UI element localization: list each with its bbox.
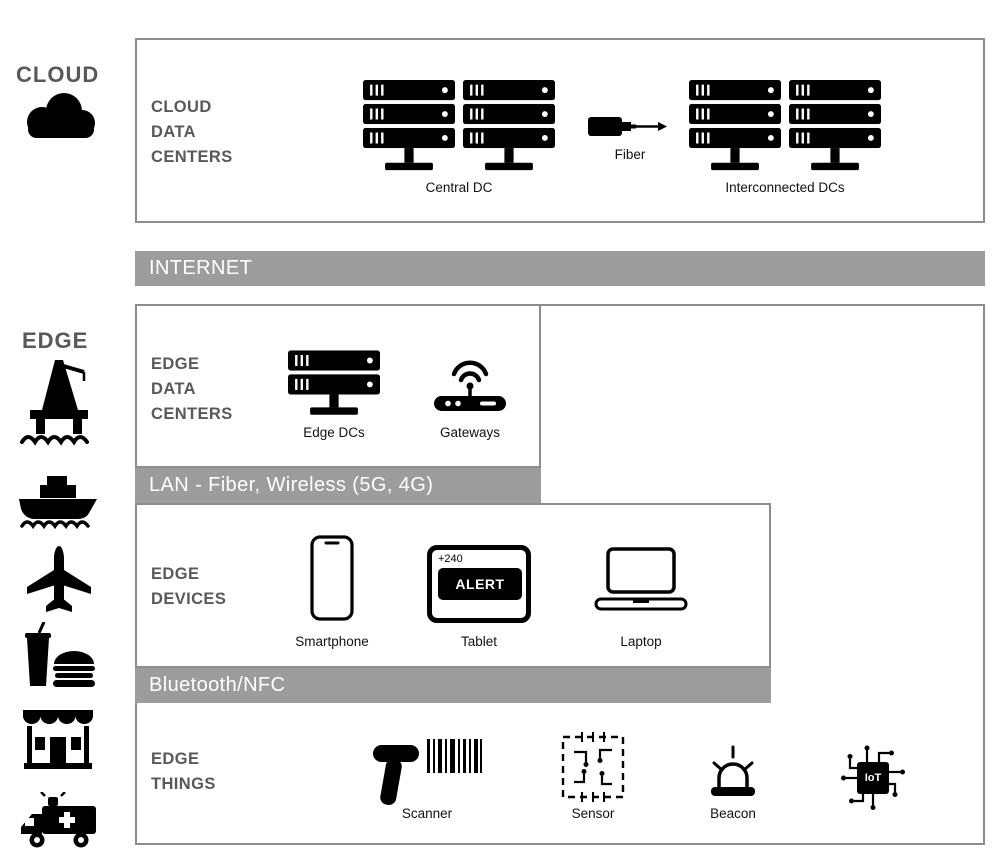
bluetooth-label: Bluetooth/NFC <box>149 674 286 696</box>
scanner-caption: Scanner <box>401 806 453 821</box>
fiber-icon <box>588 117 667 136</box>
fast-food-icon <box>25 622 95 687</box>
iot-chip-traces <box>841 745 905 810</box>
internet-bar: INTERNET <box>135 251 985 286</box>
edge-things-title: EDGE THINGS <box>151 750 216 793</box>
cloud-dc-box <box>135 38 985 223</box>
server-rack-icon <box>463 80 555 172</box>
ship-icon <box>19 476 97 530</box>
edge-zone-label: EDGE <box>22 328 89 353</box>
lan-bar: LAN - Fiber, Wireless (5G, 4G) <box>135 468 541 503</box>
laptop-caption: Laptop <box>620 634 662 649</box>
ambulance-icon <box>21 792 96 848</box>
store-icon <box>23 710 93 769</box>
gateways-caption: Gateways <box>439 425 501 440</box>
internet-label: INTERNET <box>149 257 253 279</box>
tablet-alert: ALERT <box>438 568 522 600</box>
edge-devices-title: EDGE DEVICES <box>151 565 227 608</box>
interconnected-dc-caption: Interconnected DCs <box>725 180 845 195</box>
server-rack-icon <box>689 80 781 172</box>
beacon-icon <box>711 745 755 796</box>
smartphone-caption: Smartphone <box>295 634 369 649</box>
laptop-icon <box>594 547 688 611</box>
scanner-icon <box>373 739 482 805</box>
edge-dc-box <box>135 304 541 468</box>
tablet-caption: Tablet <box>460 634 498 649</box>
lan-label: LAN - Fiber, Wireless (5G, 4G) <box>149 474 434 496</box>
iot-chip-label: IoT <box>857 762 889 794</box>
gateway-icon <box>434 360 506 411</box>
cloud-dc-title: CLOUD DATA CENTERS <box>151 98 233 166</box>
airplane-icon <box>27 546 91 612</box>
cloud-icon <box>27 93 95 138</box>
sensor-icon <box>561 732 625 802</box>
server-rack-icon <box>363 80 455 172</box>
edge-dcs-icon <box>288 350 380 417</box>
server-rack-icon <box>789 80 881 172</box>
beacon-caption: Beacon <box>710 806 756 821</box>
fiber-caption: Fiber <box>614 147 646 162</box>
bluetooth-bar: Bluetooth/NFC <box>135 668 771 703</box>
edge-dc-title: EDGE DATA CENTERS <box>151 355 233 423</box>
oil-rig-icon <box>20 360 89 446</box>
tablet-device-icon: +240 ALERT <box>427 545 531 623</box>
iot-chip-icon: IoT <box>837 742 909 814</box>
edge-dcs-caption: Edge DCs <box>303 425 365 440</box>
interconnected-dc-rack <box>689 80 881 172</box>
tablet-counter: +240 <box>438 553 463 565</box>
edge-devices-box <box>135 503 771 668</box>
cloud-zone-label: CLOUD <box>16 62 100 87</box>
central-dc-rack <box>363 80 555 172</box>
smartphone-icon <box>310 535 354 621</box>
central-dc-caption: Central DC <box>425 180 493 195</box>
sensor-caption: Sensor <box>571 806 615 821</box>
